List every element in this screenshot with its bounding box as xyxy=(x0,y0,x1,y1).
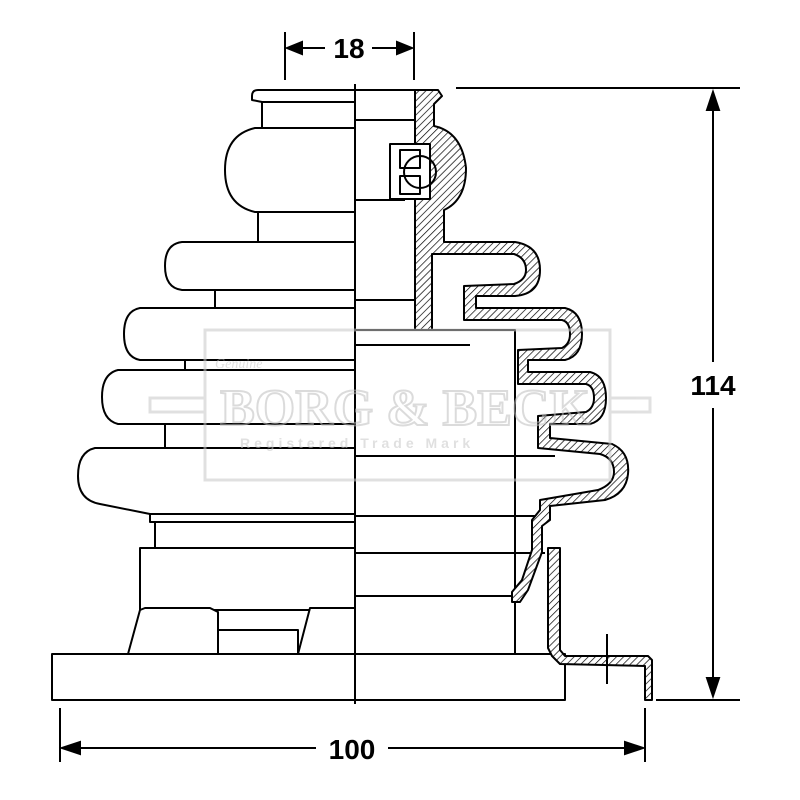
top-collar-lip xyxy=(251,89,356,103)
neck-2 xyxy=(214,289,356,309)
watermark-genuine: Genuine xyxy=(215,357,262,372)
dimension-height-label: 114 xyxy=(690,370,736,401)
dimension-top-width-label: 18 xyxy=(333,33,364,64)
neck-3 xyxy=(184,359,356,371)
top-bulb xyxy=(224,127,356,213)
dimension-top-width xyxy=(284,32,415,80)
base-flange-right xyxy=(354,653,566,701)
base-flange-left xyxy=(51,653,356,701)
dimension-bottom-width xyxy=(58,708,647,762)
boot-exterior-left xyxy=(51,89,356,701)
dimension-height xyxy=(456,87,740,701)
boot-section-right xyxy=(354,89,653,701)
foot-left xyxy=(127,607,219,655)
boot-wall-section xyxy=(414,89,630,603)
neck-1 xyxy=(257,211,356,243)
watermark-subtitle: Registered Trade Mark xyxy=(240,435,474,451)
ring-band xyxy=(149,513,356,523)
watermark-brand: BORG & BECK xyxy=(220,380,590,437)
convolution-2 xyxy=(123,307,356,361)
brand-watermark: Genuine BORG & BECK Registered Trade Mar… xyxy=(148,328,652,482)
foot-right xyxy=(297,607,356,655)
convolution-1 xyxy=(164,241,356,291)
dimension-bottom-width-label: 100 xyxy=(329,734,376,765)
ring-band-2 xyxy=(154,521,356,549)
foot-gap xyxy=(217,629,299,655)
lower-seal-section xyxy=(547,547,653,701)
lower-body xyxy=(139,547,356,611)
top-collar xyxy=(261,101,356,131)
